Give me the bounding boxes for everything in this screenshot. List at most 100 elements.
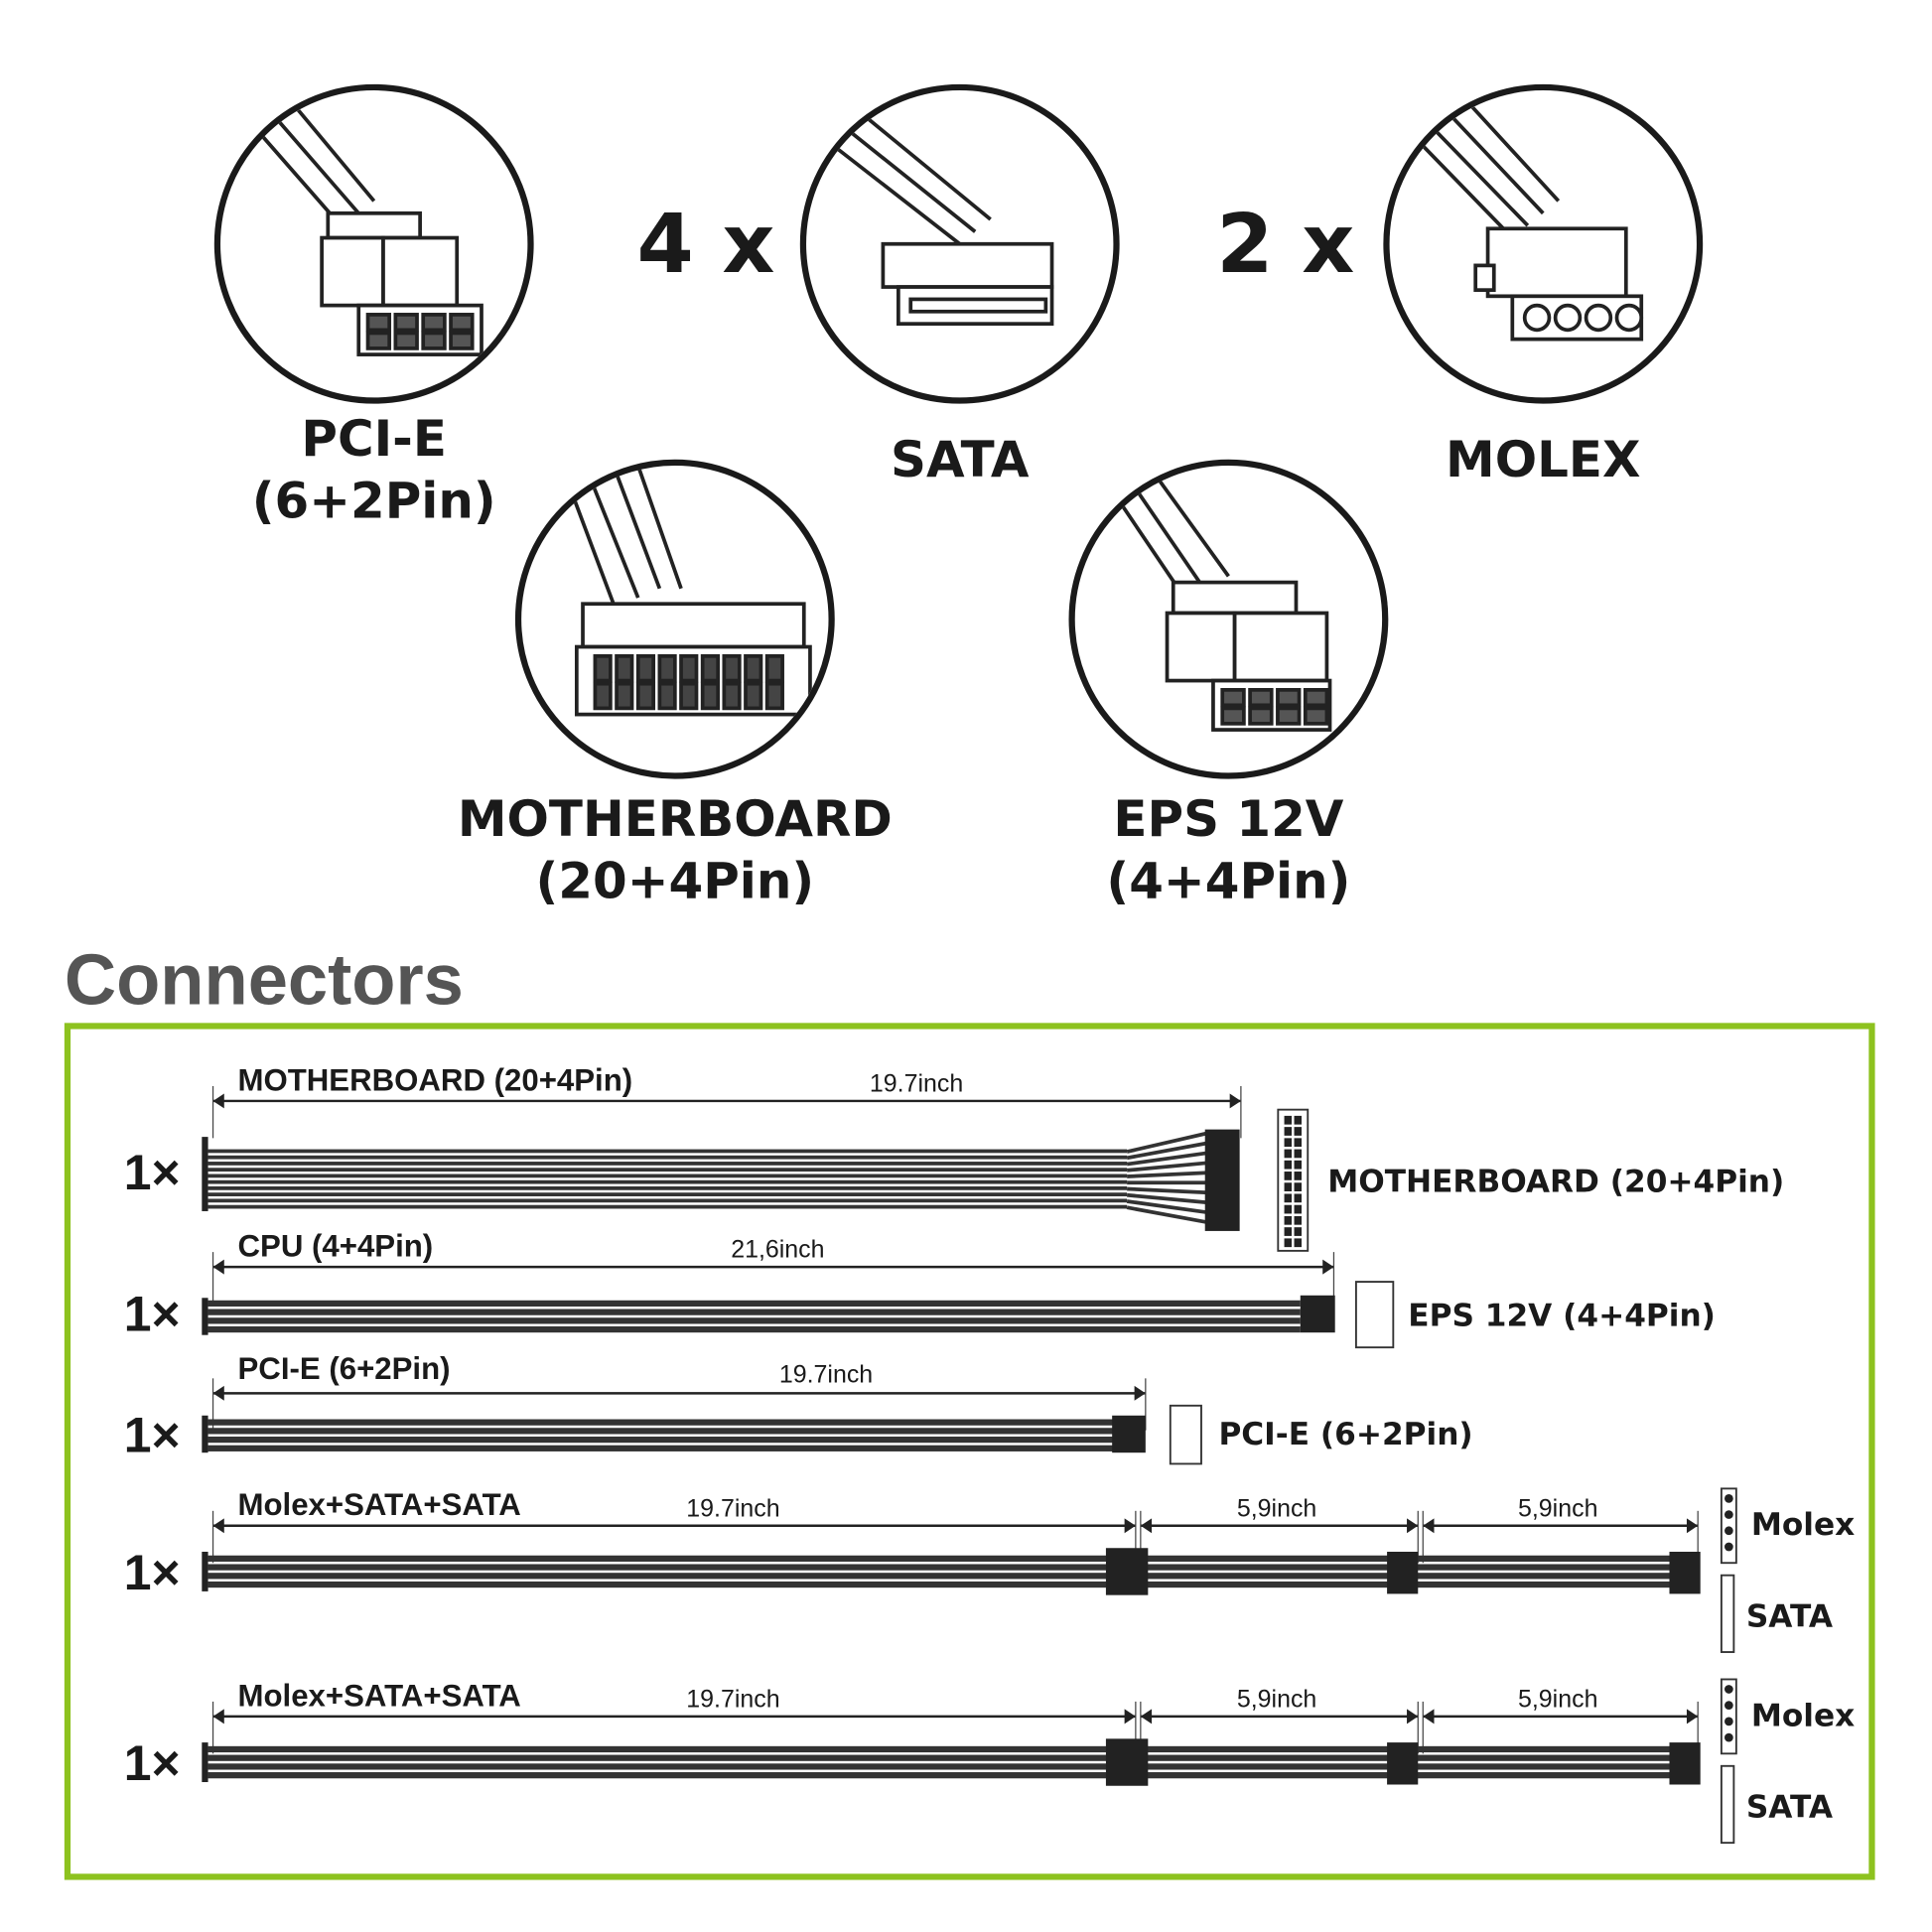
pin — [1294, 1172, 1303, 1180]
wire — [207, 1309, 1301, 1315]
pin — [1284, 1115, 1293, 1125]
pcie-connector-icon — [1169, 1404, 1202, 1465]
pin — [1284, 1227, 1293, 1236]
molex-pin — [1725, 1701, 1733, 1711]
sata-label: SATA — [891, 432, 1030, 489]
molex-connector-icon — [1720, 1678, 1737, 1755]
wire — [207, 1162, 1128, 1166]
cable-qty: 1× — [123, 1408, 181, 1463]
pin — [1294, 1215, 1303, 1225]
connector-end-label: MOTHERBOARD (20+4Pin) — [1327, 1163, 1785, 1200]
cable-end-cap — [202, 1415, 208, 1453]
eps-connector-icon — [1354, 1281, 1395, 1349]
wire — [1126, 1205, 1208, 1225]
cable-connector — [1112, 1415, 1146, 1453]
pin — [1294, 1204, 1303, 1214]
cable-connector — [1669, 1551, 1701, 1594]
cable-connector — [1669, 1742, 1701, 1785]
cable-qty: 1× — [123, 1146, 181, 1201]
cable-qty: 1× — [123, 1546, 181, 1601]
cable-label: PCI-E (6+2Pin) — [237, 1351, 451, 1387]
cable-length: 5,9inch — [1518, 1686, 1598, 1714]
wire — [207, 1173, 1128, 1178]
cable-label: Molex+SATA+SATA — [237, 1678, 521, 1714]
wire — [207, 1204, 1128, 1209]
pin — [1284, 1215, 1293, 1225]
connector-end-label: PCI-E (6+2Pin) — [1218, 1416, 1473, 1452]
pcie-name: PCI-E — [301, 411, 447, 469]
sata-connector-icon — [1720, 1574, 1735, 1653]
cable-label: Molex+SATA+SATA — [237, 1487, 521, 1523]
cable-length: 19.7inch — [869, 1070, 964, 1098]
cable-length: 19.7inch — [686, 1686, 780, 1714]
pin — [1284, 1204, 1293, 1214]
molex-pin — [1725, 1717, 1733, 1726]
cable-connector — [1387, 1551, 1419, 1594]
wire — [207, 1192, 1128, 1196]
motherboard-label: MOTHERBOARD(20+4Pin) — [458, 789, 893, 913]
pin — [1294, 1149, 1303, 1159]
cable-connector — [1300, 1295, 1335, 1333]
cable-label: CPU (4+4Pin) — [237, 1229, 434, 1264]
pin — [1284, 1149, 1293, 1159]
cable-qty: 1× — [123, 1287, 181, 1342]
wire — [207, 1745, 1700, 1753]
pin — [1284, 1160, 1293, 1170]
pin — [1284, 1193, 1293, 1203]
pin — [1294, 1193, 1303, 1203]
wire — [207, 1555, 1700, 1562]
molex-connector-illustration — [1383, 83, 1704, 404]
molex-pin — [1725, 1732, 1733, 1742]
eps-connector-illustration — [1068, 459, 1389, 779]
eps-pins: (4+4Pin) — [1106, 853, 1351, 910]
cable-length: 5,9inch — [1236, 1686, 1317, 1714]
pcie-pins: (6+2Pin) — [251, 473, 496, 530]
wire — [207, 1564, 1700, 1571]
wire — [207, 1763, 1700, 1770]
pin — [1294, 1127, 1303, 1136]
sata-connector-illustration — [799, 83, 1120, 404]
cable-connector — [1387, 1742, 1419, 1785]
wire — [207, 1155, 1128, 1160]
molex-pin — [1725, 1493, 1733, 1503]
wire — [207, 1325, 1301, 1333]
cable-label: MOTHERBOARD (20+4Pin) — [237, 1062, 633, 1098]
wire — [1127, 1171, 1208, 1178]
wire — [207, 1300, 1301, 1308]
motherboard-name: MOTHERBOARD — [457, 791, 893, 849]
pin — [1294, 1138, 1303, 1148]
wire — [1126, 1192, 1208, 1205]
eps-name: EPS 12V — [1113, 791, 1344, 849]
motherboard-pins: (20+4Pin) — [535, 853, 815, 910]
wire — [207, 1581, 1700, 1588]
motherboard-connector-illustration — [514, 459, 835, 779]
connector-end-label: Molex — [1750, 1506, 1856, 1543]
wire — [207, 1445, 1115, 1451]
cable-end-cap — [202, 1298, 208, 1335]
pin — [1284, 1182, 1293, 1191]
wire — [1126, 1199, 1208, 1215]
cable-connector — [1204, 1129, 1240, 1231]
pin — [1294, 1227, 1303, 1236]
wire — [207, 1317, 1301, 1324]
cable-end-cap — [202, 1742, 208, 1783]
molex-quantity: 2 x — [1216, 196, 1355, 292]
pcie-connector-illustration — [213, 83, 534, 404]
wire — [207, 1754, 1700, 1761]
molex-pin — [1725, 1526, 1733, 1536]
wire — [207, 1428, 1115, 1435]
pin — [1284, 1127, 1293, 1136]
pin — [1294, 1238, 1303, 1248]
wire — [207, 1168, 1128, 1173]
sata-quantity: 4 x — [636, 196, 775, 292]
wire — [207, 1149, 1128, 1154]
pin — [1294, 1160, 1303, 1170]
wire — [207, 1419, 1115, 1426]
wire — [207, 1179, 1128, 1184]
motherboard-connector-icon — [1277, 1108, 1310, 1252]
wire — [1126, 1141, 1208, 1161]
connector-end-label: EPS 12V (4+4Pin) — [1408, 1297, 1716, 1333]
cable-connector — [1105, 1738, 1149, 1786]
